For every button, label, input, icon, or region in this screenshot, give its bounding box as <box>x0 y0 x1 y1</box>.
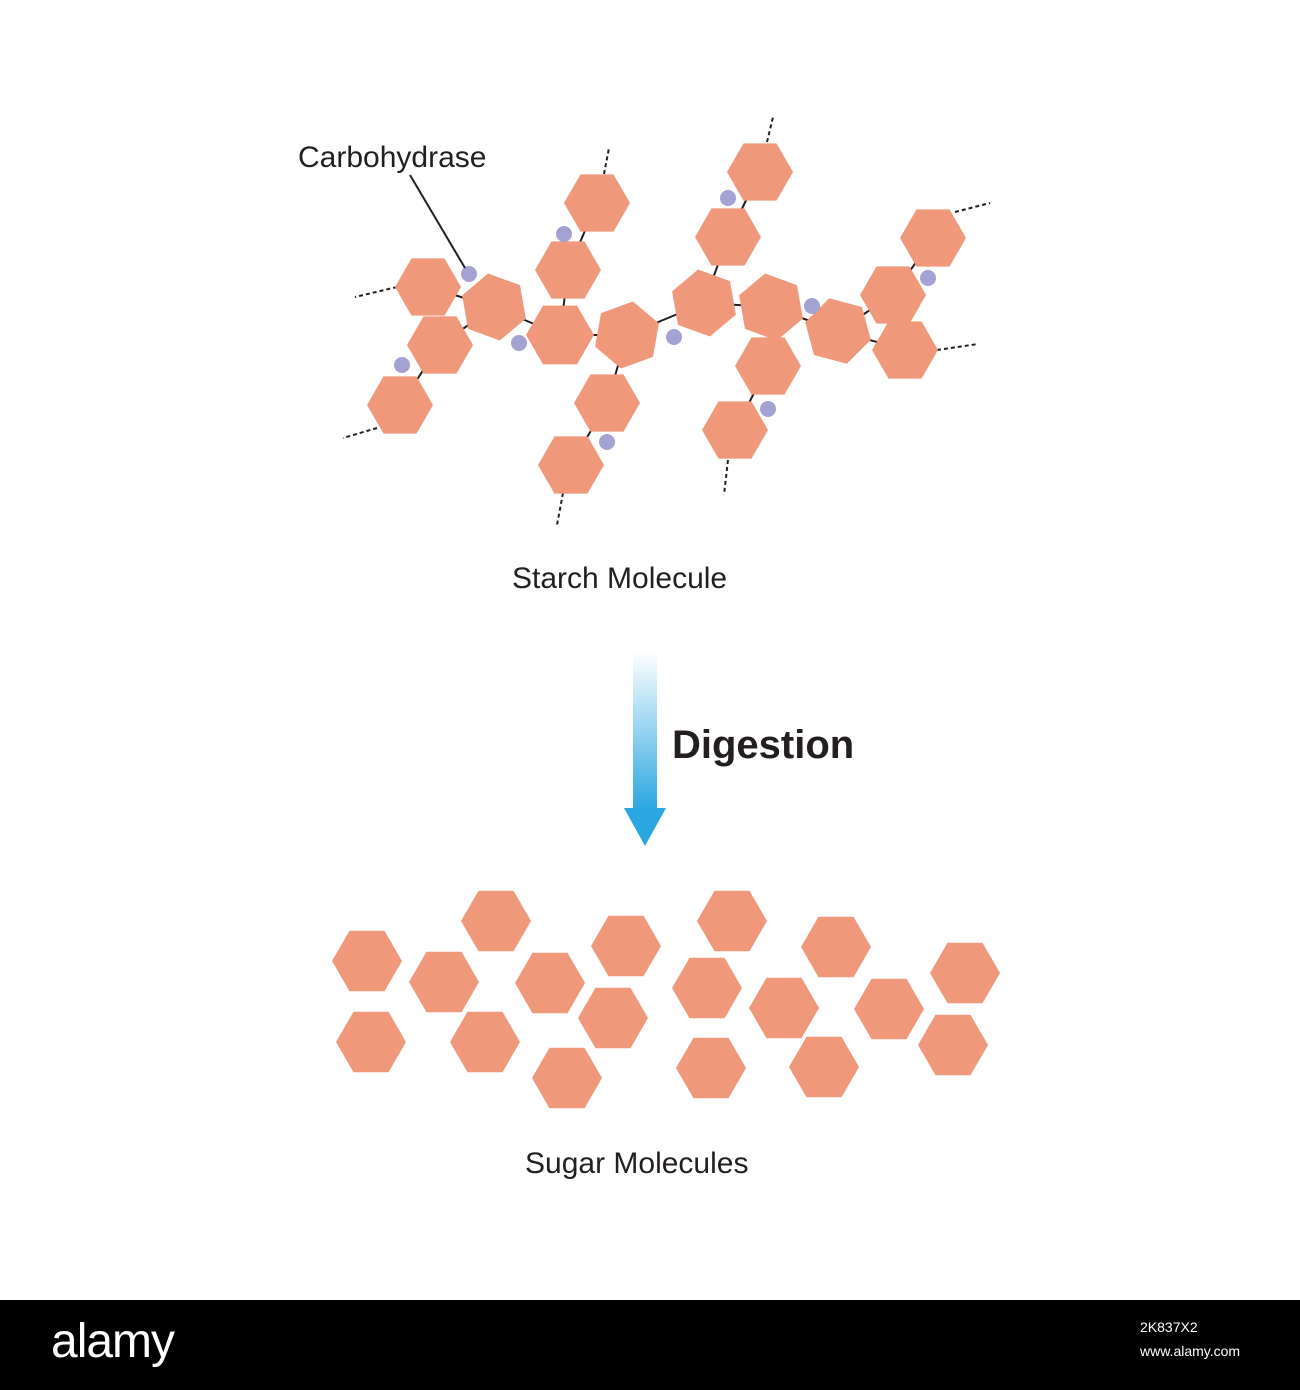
sugar-molecule <box>801 916 871 978</box>
glucose-unit <box>805 298 871 364</box>
enzyme-dot <box>511 335 527 351</box>
sugar-molecule <box>332 930 402 992</box>
source-url: www.alamy.com <box>1140 1343 1241 1359</box>
sugar-molecule <box>789 1036 859 1098</box>
glucose-unit <box>695 208 761 266</box>
glucose-unit <box>595 301 659 369</box>
carbohydrase-enzymes <box>394 190 936 450</box>
glucose-unit <box>367 376 433 434</box>
enzyme-dot <box>666 329 682 345</box>
sugar-molecule <box>918 1014 988 1076</box>
enzyme-dot <box>720 190 736 206</box>
chain-dash <box>723 459 729 496</box>
enzyme-dot <box>920 270 936 286</box>
starch-label: Starch Molecule <box>512 562 727 595</box>
sugar-molecule <box>532 1047 602 1109</box>
starch-digestion-diagram: Carbohydrase Starch Molecule Digestion S… <box>298 116 1000 1180</box>
enzyme-dot <box>394 357 410 373</box>
alamy-logo: alamy <box>51 1315 175 1368</box>
sugar-molecule <box>409 951 479 1013</box>
glucose-unit <box>900 209 966 267</box>
glucose-unit <box>872 321 938 379</box>
digestion-arrow <box>624 652 666 846</box>
sugar-molecule <box>676 1037 746 1099</box>
enzyme-dot <box>556 226 572 242</box>
glucose-unit <box>735 337 801 395</box>
enzyme-dot <box>760 401 776 417</box>
chain-dash <box>354 286 398 298</box>
image-id: 2K837X2 <box>1140 1319 1198 1335</box>
enzyme-label: Carbohydrase <box>298 141 486 174</box>
digestion-label: Digestion <box>672 723 854 767</box>
chain-dash <box>954 202 991 213</box>
chain-dash <box>766 116 774 143</box>
sugar-molecule <box>697 890 767 952</box>
glucose-unit <box>727 143 793 201</box>
enzyme-dot <box>461 266 477 282</box>
glucose-unit <box>407 316 473 374</box>
glucose-unit <box>702 401 768 459</box>
sugar-molecule <box>450 1011 520 1073</box>
sugar-molecule <box>336 1011 406 1073</box>
glucose-unit <box>395 258 461 316</box>
glucose-unit <box>535 241 601 299</box>
sugar-label: Sugar Molecules <box>525 1147 748 1180</box>
glucose-unit <box>574 374 640 432</box>
starch-molecule <box>367 143 966 494</box>
sugar-molecule <box>591 915 661 977</box>
glucose-unit <box>462 273 526 341</box>
sugar-molecule <box>930 942 1000 1004</box>
sugar-molecule <box>854 978 924 1040</box>
chain-continuation-dashes <box>342 116 991 526</box>
enzyme-dot <box>804 298 820 314</box>
sugar-molecule <box>461 890 531 952</box>
sugar-molecule <box>672 957 742 1019</box>
glucose-unit <box>526 305 594 365</box>
enzyme-leader-line <box>409 174 466 269</box>
sugar-molecules <box>332 890 1000 1109</box>
sugar-molecule <box>515 952 585 1014</box>
stock-footer-bar: alamy 2K837X2 www.alamy.com <box>0 1300 1300 1390</box>
sugar-molecule <box>749 977 819 1039</box>
sugar-molecule <box>578 987 648 1049</box>
enzyme-dot <box>599 434 615 450</box>
chain-dash <box>603 147 610 175</box>
glucose-unit <box>739 273 803 341</box>
chain-dash <box>936 343 979 351</box>
glucose-unit <box>564 174 630 232</box>
chain-dash <box>342 427 378 439</box>
glucose-unit <box>672 269 736 337</box>
glucose-unit <box>538 436 604 494</box>
chain-dash <box>556 492 564 526</box>
glucose-unit <box>860 266 926 324</box>
